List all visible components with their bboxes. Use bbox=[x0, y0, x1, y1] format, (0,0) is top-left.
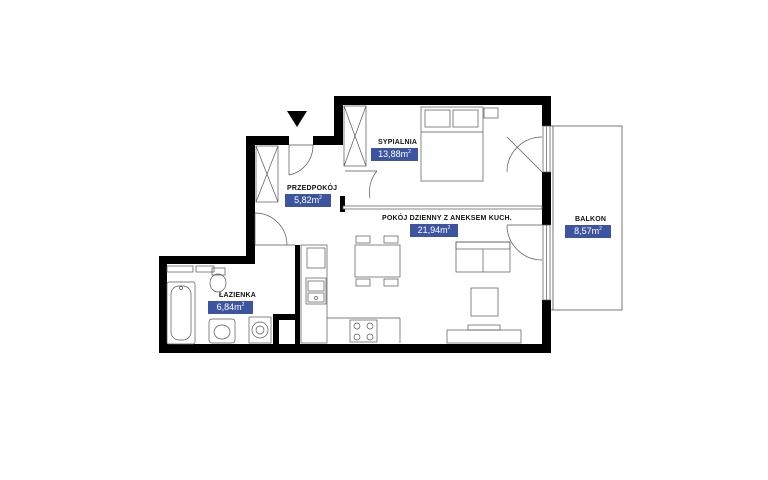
room-name-sypialnia: SYPIALNIA bbox=[378, 139, 418, 146]
area-badge-lazienka: 6,84m2 bbox=[208, 301, 253, 314]
room-name-balkon: BALKON bbox=[575, 216, 607, 223]
area-badge-pokoj: 21,94m2 bbox=[410, 224, 458, 237]
bathroom-fixtures bbox=[166, 267, 272, 345]
room-name-przedpokoj: PRZEDPOKÓJ bbox=[287, 185, 338, 192]
room-name-lazienka: ŁAZIENKA bbox=[219, 292, 256, 299]
area-unit-sup: 2 bbox=[447, 225, 451, 231]
area-value: 8,57m bbox=[574, 226, 600, 236]
area-badge-sypialnia: 13,88m2 bbox=[371, 148, 418, 161]
partition-wall bbox=[342, 205, 543, 210]
wardrobes bbox=[255, 105, 367, 203]
area-badge-przedpokoj: 5,82m2 bbox=[285, 194, 331, 207]
area-badge-balkon: 8,57m2 bbox=[565, 225, 611, 238]
area-value: 13,88m bbox=[378, 149, 409, 159]
doors bbox=[254, 136, 543, 261]
area-value: 21,94m bbox=[417, 225, 448, 235]
area-unit-sup: 2 bbox=[599, 226, 602, 232]
windows bbox=[166, 125, 551, 301]
area-unit-sup: 2 bbox=[408, 149, 411, 155]
room-name-pokoj: POKÓJ DZIENNY Z ANEKSEM KUCH. bbox=[382, 215, 512, 222]
area-value: 6,84m bbox=[216, 302, 242, 312]
area-unit-sup: 2 bbox=[241, 302, 245, 308]
kitchen bbox=[300, 244, 401, 344]
living-furniture bbox=[354, 235, 522, 344]
bed bbox=[420, 106, 499, 182]
area-unit-sup: 2 bbox=[319, 195, 322, 201]
area-value: 5,82m bbox=[294, 195, 320, 205]
down-triangle-icon bbox=[287, 111, 307, 127]
walls bbox=[159, 96, 551, 353]
